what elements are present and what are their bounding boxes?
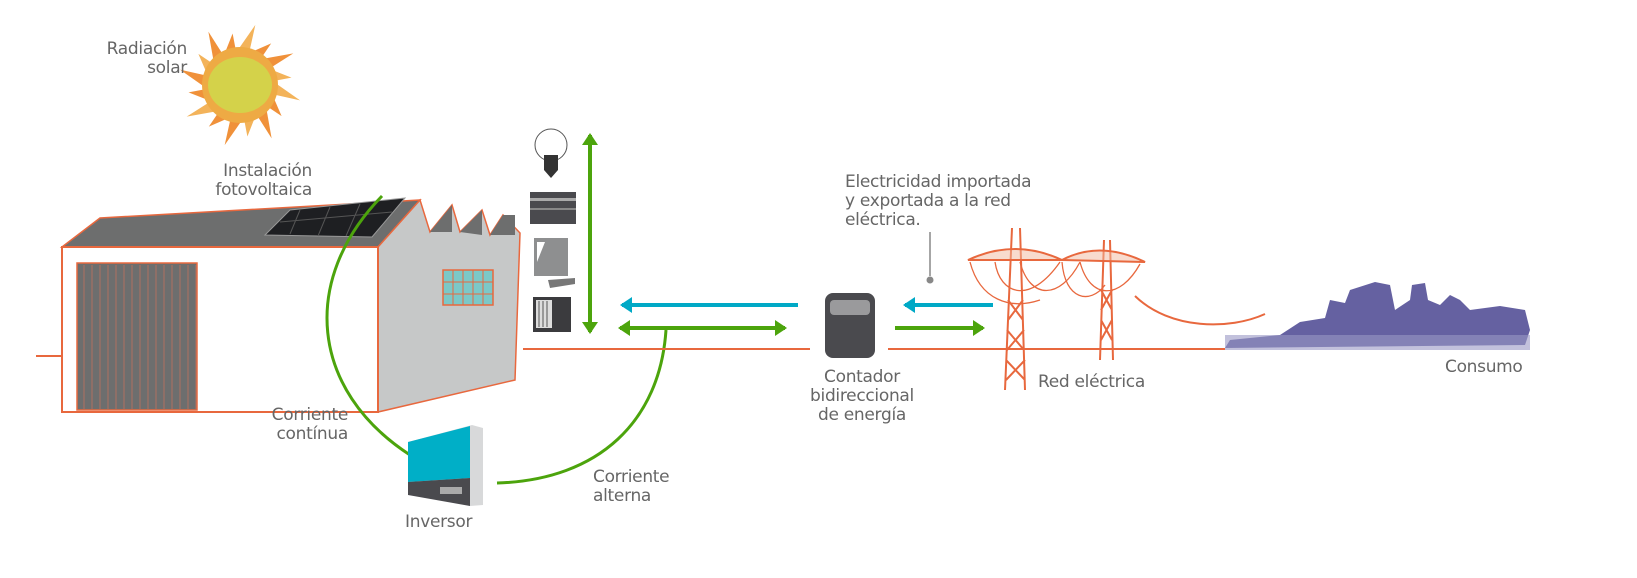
label-line: de energía bbox=[818, 405, 906, 425]
grid-note-label: Electricidad importada y exportada a la … bbox=[845, 172, 1032, 230]
light-bulb-icon bbox=[534, 128, 568, 178]
label-line: bidireccional bbox=[810, 386, 914, 406]
label-line: alterna bbox=[593, 486, 652, 506]
label-line: Instalación bbox=[223, 161, 312, 181]
grid-label: Red eléctrica bbox=[1038, 372, 1145, 392]
alternating-current-line bbox=[496, 329, 668, 485]
label-line: eléctrica. bbox=[845, 210, 921, 230]
pv-installation-label: Instalación fotovoltaica bbox=[215, 162, 312, 200]
sun-ray bbox=[224, 118, 243, 146]
sun-core bbox=[208, 57, 272, 113]
window bbox=[442, 269, 494, 306]
label-line: Contador bbox=[824, 367, 900, 387]
sun-ray bbox=[179, 69, 207, 88]
label-line: Corriente bbox=[593, 467, 670, 487]
city-skyline-icon bbox=[1225, 282, 1530, 350]
sun-ray bbox=[273, 82, 301, 101]
consumption-label: Consumo bbox=[1445, 357, 1523, 377]
direct-current-label: Corriente contínua bbox=[271, 405, 349, 444]
inverter-label: Inversor bbox=[405, 512, 473, 532]
label-line: fotovoltaica bbox=[215, 180, 312, 200]
sun-icon bbox=[179, 24, 301, 146]
meter-label: Contador bidireccional de energía bbox=[792, 368, 932, 425]
label-line: solar bbox=[147, 58, 187, 78]
label-line: y exportada a la red bbox=[845, 191, 1011, 211]
alternating-current-label: Corriente alterna bbox=[593, 467, 670, 506]
label-line: Corriente bbox=[271, 405, 349, 425]
energy-meter-icon bbox=[825, 293, 875, 358]
solar-radiation-label: Radiación solar bbox=[106, 39, 188, 78]
label-line: contínua bbox=[276, 424, 349, 444]
computer-icon bbox=[534, 238, 575, 288]
factory-building-icon bbox=[36, 197, 521, 413]
inverter-icon bbox=[408, 425, 483, 506]
label-line: Radiación bbox=[106, 39, 188, 59]
sun-ray bbox=[237, 24, 256, 52]
direct-current-line bbox=[325, 194, 411, 457]
label-line: Electricidad importada bbox=[845, 172, 1032, 192]
appliance-icon bbox=[533, 297, 571, 332]
printer-icon bbox=[530, 192, 576, 224]
power-tower-icon bbox=[967, 227, 1146, 391]
